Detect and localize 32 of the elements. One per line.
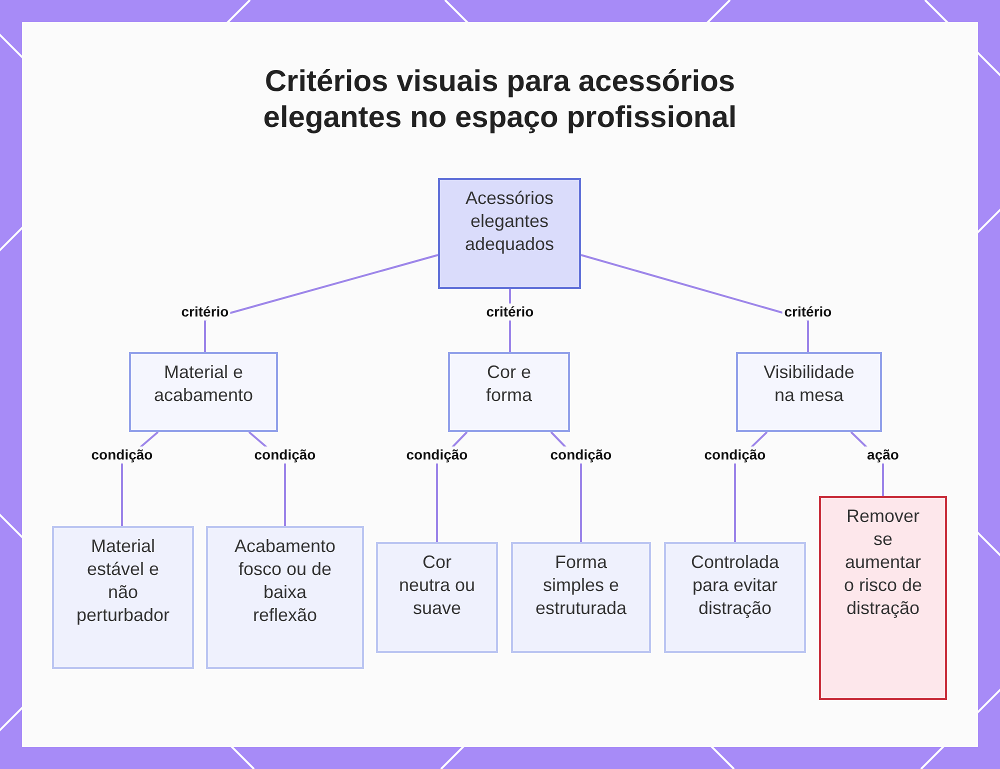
- node-label: Material e acabamento: [152, 361, 254, 407]
- node-label: Cor e forma: [484, 361, 533, 407]
- node-label: Material estável e não perturbador: [75, 535, 171, 627]
- edge-label: condição: [252, 446, 318, 464]
- node-label: Acessórios elegantes adequados: [464, 187, 556, 256]
- process-box: [129, 352, 278, 432]
- diagram-title: Critérios visuais para acessórios elegantes no espaço profissional: [262, 64, 738, 136]
- process-box: [448, 352, 570, 432]
- process-box: [664, 542, 806, 653]
- process-box: [438, 178, 581, 289]
- node-label: Remover se aumentar o risco de distração: [842, 505, 924, 620]
- connector-line: [580, 254, 809, 352]
- process-box: [819, 496, 947, 700]
- node-label: Visibilidade na mesa: [762, 361, 856, 407]
- process-box: [736, 352, 882, 432]
- process-box: [511, 542, 651, 653]
- node-label: Forma simples e estruturada: [534, 551, 628, 620]
- edge-label: critério: [179, 304, 231, 320]
- process-box: [206, 526, 364, 669]
- edge-label: critério: [782, 304, 834, 320]
- node-label: Acabamento fosco ou de baixa reflexão: [233, 535, 337, 627]
- node-label: Cor neutra ou suave: [398, 551, 476, 620]
- edge-label: condição: [404, 446, 470, 464]
- edge-label: condição: [548, 446, 614, 464]
- edge-label: critério: [484, 304, 536, 320]
- process-box: [52, 526, 194, 669]
- edge-label: condição: [89, 446, 155, 464]
- connector-line: [204, 254, 438, 352]
- node-label: Controlada para evitar distração: [690, 551, 780, 620]
- edge-label: condição: [702, 446, 768, 464]
- process-box: [376, 542, 498, 653]
- edge-label: ação: [865, 446, 901, 464]
